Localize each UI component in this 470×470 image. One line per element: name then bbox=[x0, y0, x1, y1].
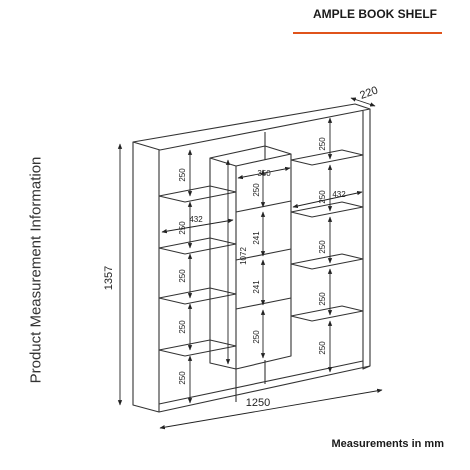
center-shelf bbox=[235, 297, 292, 310]
dimension-labels: 1357 1250 220 1072 350 432 432 250 250 2… bbox=[103, 84, 380, 409]
center-shelf-height-label: 241 bbox=[252, 231, 261, 245]
left-shelf-height-label: 250 bbox=[178, 371, 187, 385]
center-column-top bbox=[209, 145, 292, 167]
center-shelf-height-label: 250 bbox=[252, 330, 261, 344]
left-wing-width-label: 432 bbox=[189, 215, 203, 224]
product-title: AMPLE BOOK SHELF bbox=[312, 7, 437, 21]
right-shelf-height-label: 250 bbox=[318, 240, 327, 254]
left-wing-shelf bbox=[158, 185, 237, 203]
dimension-lines bbox=[117, 97, 383, 430]
shelf-right-side bbox=[362, 109, 371, 370]
center-column-height-label: 1072 bbox=[239, 247, 248, 265]
overall-depth-line bbox=[350, 97, 376, 107]
units-note: Measurements in mm bbox=[331, 438, 444, 450]
title-accent-rule bbox=[293, 32, 442, 34]
left-shelf-height-label: 250 bbox=[178, 221, 187, 235]
overall-width-label: 1250 bbox=[246, 397, 270, 409]
center-column-right bbox=[235, 154, 292, 370]
center-shelf-height-label: 250 bbox=[252, 183, 261, 197]
overall-depth-label: 220 bbox=[358, 84, 379, 102]
right-shelf-height-label: 250 bbox=[318, 190, 327, 204]
left-shelf-height-label: 250 bbox=[178, 168, 187, 182]
right-shelf-height-label: 250 bbox=[318, 341, 327, 355]
left-shelf-height-label: 250 bbox=[178, 269, 187, 283]
left-shelf-height-label: 250 bbox=[178, 320, 187, 334]
left-wing-shelf bbox=[158, 287, 237, 305]
left-wing-shelf bbox=[158, 339, 237, 357]
center-shelf bbox=[235, 200, 292, 213]
shelf-outline bbox=[132, 103, 371, 413]
shelf-left-side bbox=[132, 142, 160, 413]
right-wing-shelf bbox=[290, 253, 364, 270]
right-wing-shelf bbox=[290, 305, 364, 322]
right-shelf-height-label: 250 bbox=[318, 292, 327, 306]
center-column-width-label: 350 bbox=[257, 169, 271, 178]
left-wing-width-line bbox=[161, 218, 234, 234]
right-wing-width-label: 432 bbox=[332, 190, 346, 199]
right-wing-width-line bbox=[292, 190, 363, 209]
left-wing-shelf bbox=[158, 237, 237, 255]
shelf-top-surface bbox=[132, 103, 371, 151]
center-column-left bbox=[209, 158, 237, 370]
overall-height-label: 1357 bbox=[103, 266, 115, 290]
right-wing-shelf bbox=[290, 149, 364, 166]
right-shelf-height-label: 250 bbox=[318, 137, 327, 151]
center-shelf-height-label: 241 bbox=[252, 280, 261, 294]
overall-width-line bbox=[159, 388, 383, 430]
right-wing-shelf bbox=[290, 201, 364, 218]
